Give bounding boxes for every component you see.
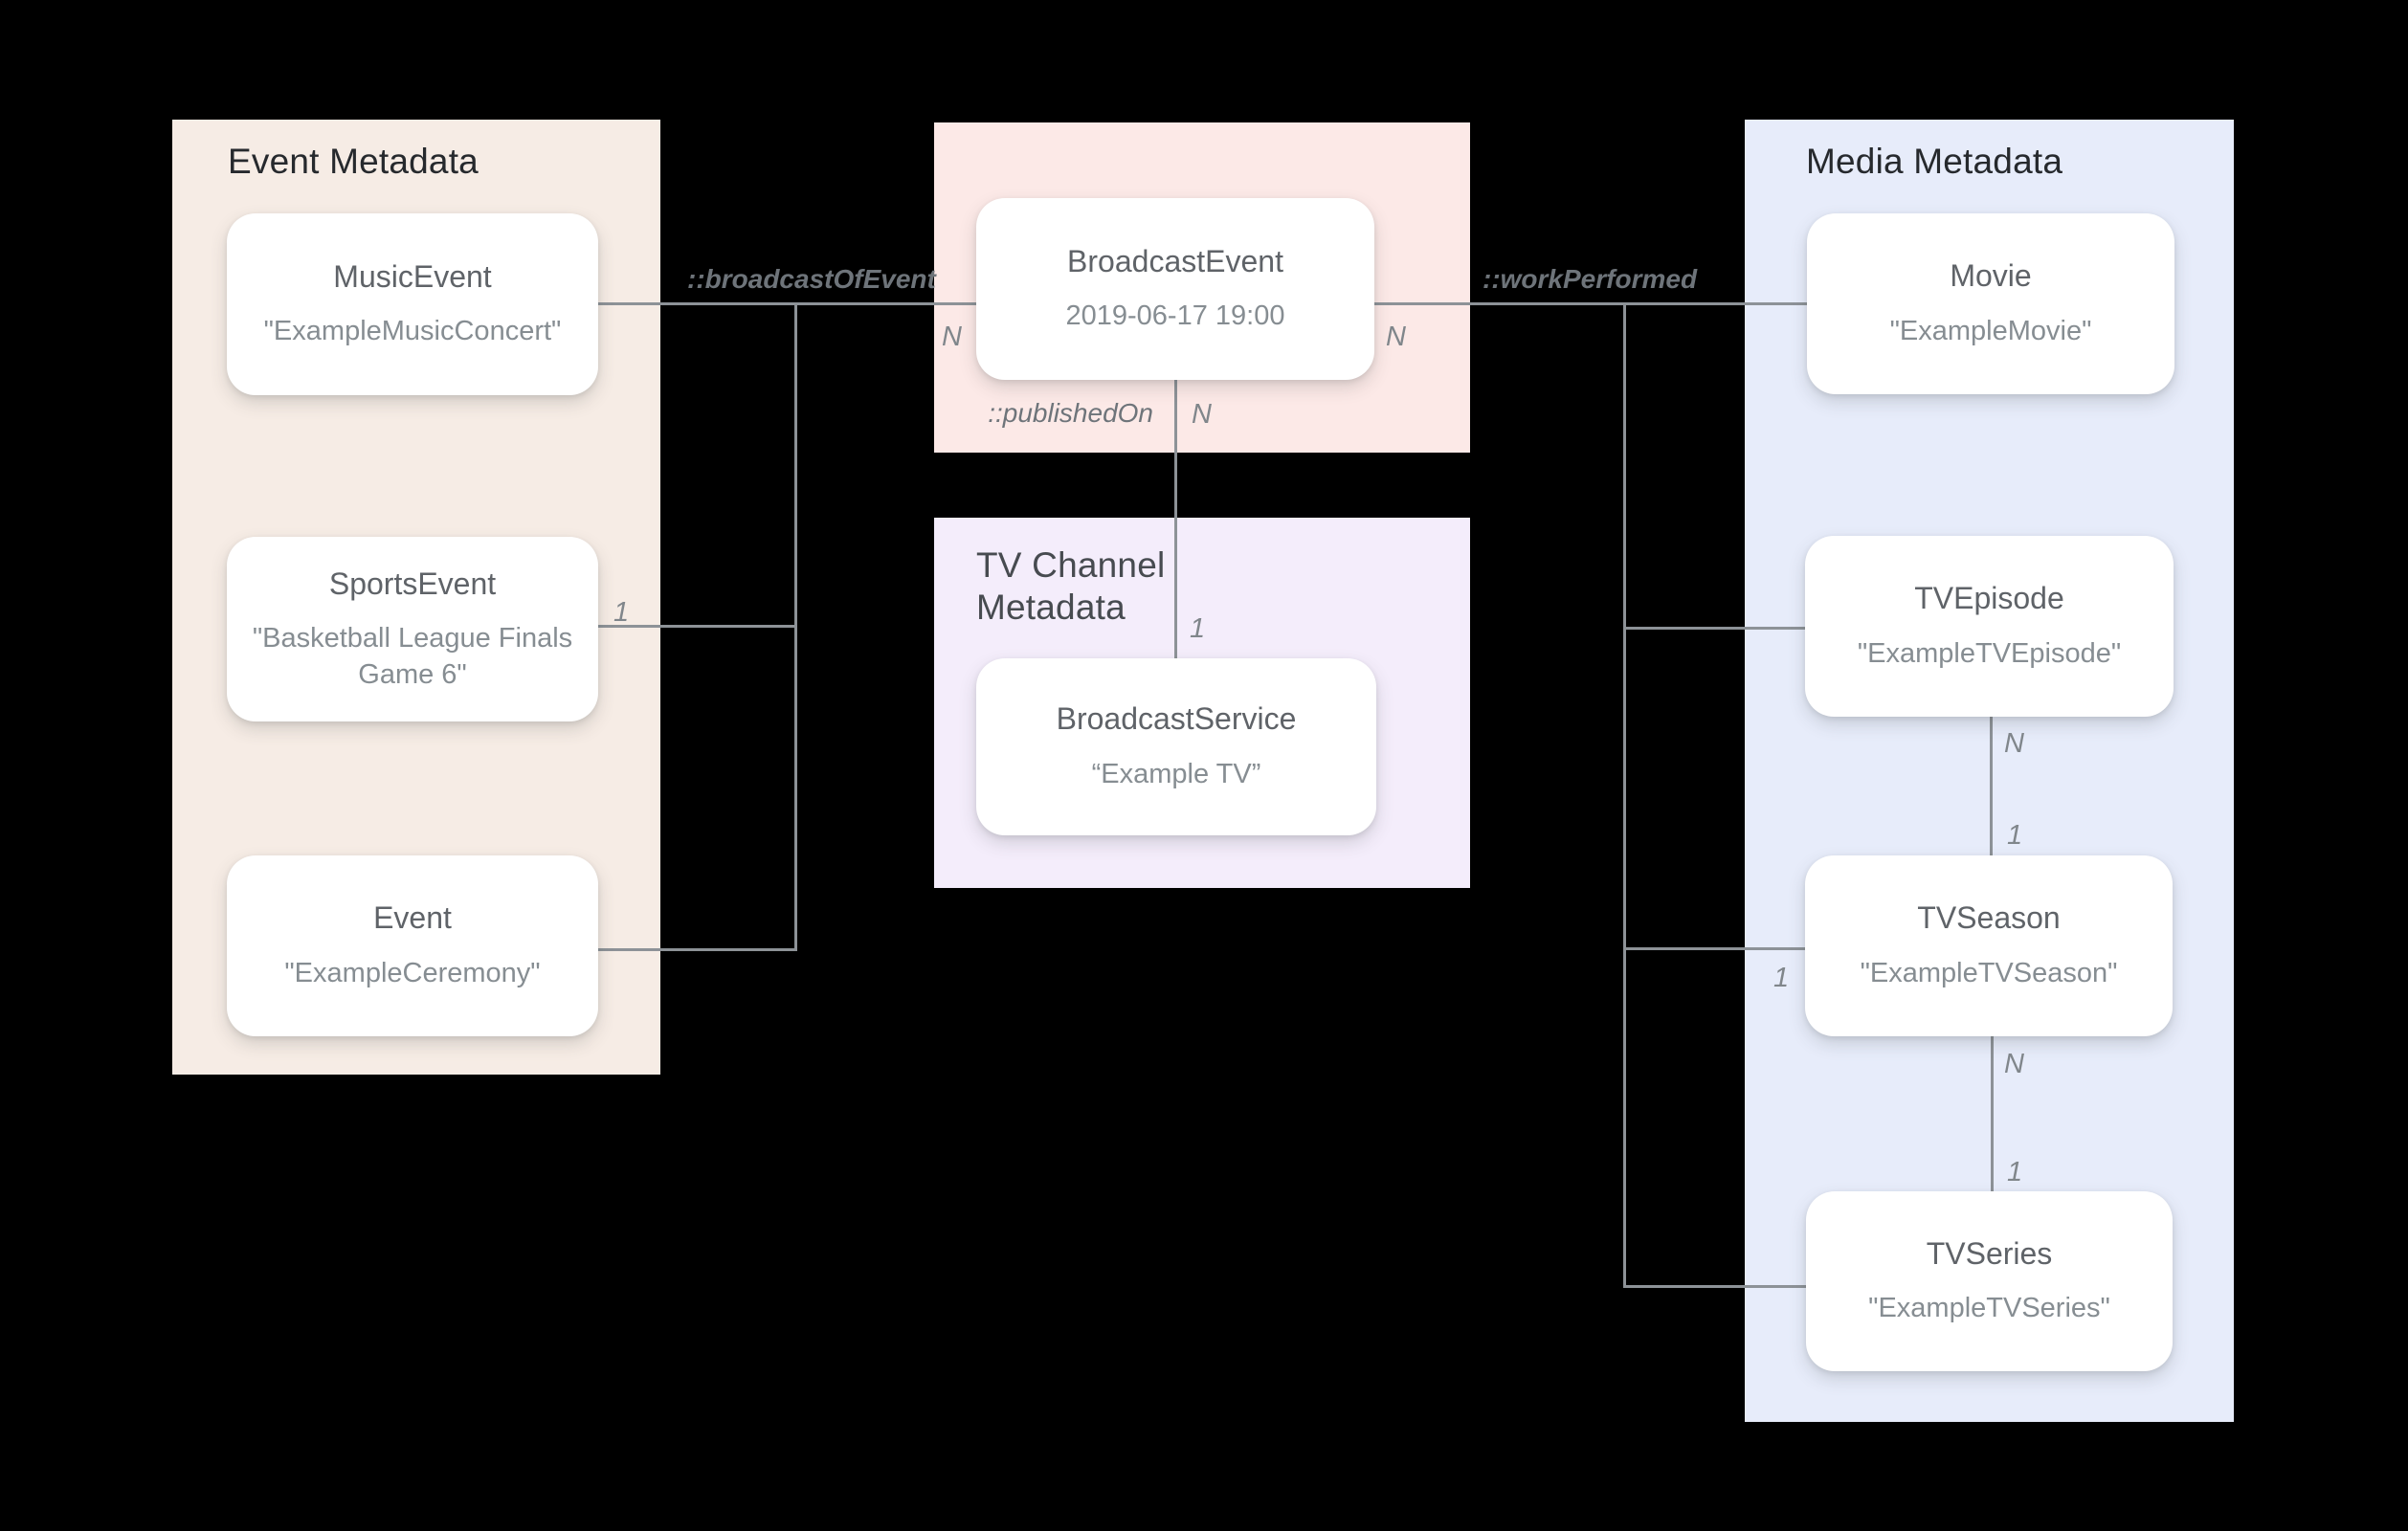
connector-trunk-to-tvseason	[1624, 947, 1805, 950]
node-title-tvepisode: TVEpisode	[1914, 581, 2064, 616]
node-title-movie: Movie	[1950, 258, 2032, 294]
node-subtitle-tvepisode: "ExampleTVEpisode"	[1857, 637, 2122, 669]
panel-title-event-metadata: Event Metadata	[228, 142, 479, 181]
cardinality-publishedon-1: 1	[1190, 613, 1206, 644]
cardinality-season-series-1: 1	[2007, 1157, 2023, 1187]
node-subtitle-broadcastevent: 2019-06-17 19:00	[1065, 300, 1285, 332]
node-title-sportsevent: SportsEvent	[328, 566, 497, 601]
node-broadcastservice: BroadcastService “Example TV”	[976, 658, 1376, 835]
panel-title-tv-channel-metadata: TV Channel Metadata	[976, 545, 1166, 628]
node-subtitle-movie: "ExampleMovie"	[1889, 315, 2092, 346]
node-title-tvseries: TVSeries	[1926, 1235, 2053, 1271]
node-title-musicevent: MusicEvent	[333, 258, 492, 294]
panel-title-media-metadata: Media Metadata	[1806, 142, 2063, 181]
node-tvseries: TVSeries "ExampleTVSeries"	[1806, 1191, 2173, 1371]
connector-right-trunk	[1623, 302, 1626, 1288]
node-subtitle-sportsevent: "Basketball League Finals Game 6"	[252, 623, 573, 690]
node-broadcastevent: BroadcastEvent 2019-06-17 19:00	[976, 198, 1374, 380]
cardinality-broadcastevent-left-n: N	[942, 322, 962, 352]
cardinality-sportsevent-1: 1	[613, 597, 630, 628]
cardinality-episode-season-n: N	[2004, 728, 2024, 759]
connector-trunk-to-tvseries	[1624, 1285, 1806, 1288]
node-subtitle-tvseries: "ExampleTVSeries"	[1868, 1293, 2110, 1324]
connector-left-trunk	[794, 302, 797, 951]
node-subtitle-event: "ExampleCeremony"	[284, 957, 541, 988]
connector-sportsevent-to-trunk	[596, 625, 797, 628]
node-movie: Movie "ExampleMovie"	[1807, 213, 2174, 394]
node-title-tvseason: TVSeason	[1917, 900, 2061, 936]
node-title-broadcastevent: BroadcastEvent	[1067, 243, 1283, 278]
connector-broadcastevent-to-movie	[1374, 302, 1807, 305]
cardinality-publishedon-n: N	[1192, 399, 1212, 430]
node-musicevent: MusicEvent "ExampleMusicConcert"	[227, 213, 598, 395]
node-title-event: Event	[373, 900, 452, 936]
cardinality-episode-season-1: 1	[2007, 820, 2023, 851]
node-title-broadcastservice: BroadcastService	[1056, 701, 1297, 737]
connector-tvepisode-to-tvseason	[1990, 717, 1993, 855]
connector-musicevent-to-broadcastevent	[598, 302, 976, 305]
label-work-performed: ::workPerformed	[1483, 264, 1698, 294]
connector-event-to-trunk	[597, 948, 797, 951]
connector-tvseason-to-tvseries	[1991, 1036, 1994, 1191]
node-subtitle-musicevent: "ExampleMusicConcert"	[263, 316, 562, 347]
cardinality-broadcastevent-right-n: N	[1386, 322, 1406, 352]
node-subtitle-broadcastservice: “Example TV”	[1091, 758, 1261, 789]
node-sportsevent: SportsEvent "Basketball League Finals Ga…	[227, 537, 598, 721]
node-event: Event "ExampleCeremony"	[227, 855, 598, 1036]
label-broadcast-of-event: ::broadcastOfEvent	[687, 264, 936, 294]
connector-trunk-to-tvepisode	[1624, 627, 1805, 630]
label-published-on: ::publishedOn	[988, 398, 1153, 428]
connector-broadcastevent-to-broadcastservice	[1174, 380, 1177, 658]
cardinality-season-series-n: N	[2004, 1049, 2024, 1079]
node-subtitle-tvseason: "ExampleTVSeason"	[1860, 957, 2118, 988]
cardinality-tvseason-left-1: 1	[1773, 963, 1790, 993]
node-tvepisode: TVEpisode "ExampleTVEpisode"	[1805, 536, 2174, 717]
node-tvseason: TVSeason "ExampleTVSeason"	[1805, 855, 2173, 1036]
